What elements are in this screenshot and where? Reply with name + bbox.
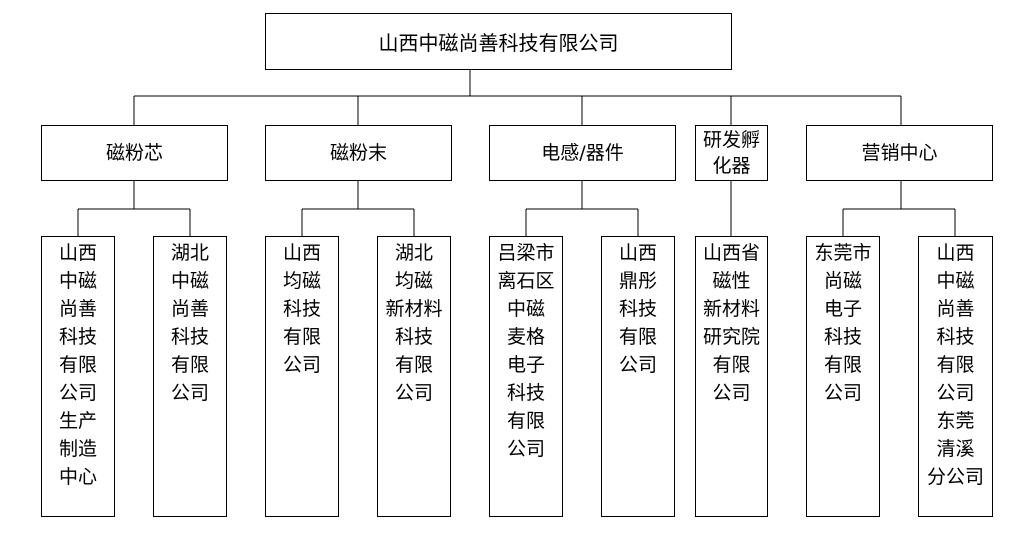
subsidiary-box: 东莞市尚磁电子科技有限公司 (806, 236, 880, 517)
dept-name: 磁粉芯 (105, 142, 163, 164)
dept-box-incubator: 研发孵化器 (695, 125, 768, 181)
subsidiary-box: 山西中磁尚善科技有限公司东莞清溪分公司 (918, 236, 993, 517)
subsidiary-box: 湖北均磁新材料科技有限公司 (377, 236, 451, 517)
dept-name: 营销中心 (861, 142, 938, 164)
dept-box-inductor: 电感/器件 (489, 125, 676, 181)
subsidiary-name: 湖北均磁新材料科技有限公司 (385, 242, 443, 404)
subsidiary-box: 山西均磁科技有限公司 (265, 236, 339, 517)
dept-box-powder-core: 磁粉芯 (41, 125, 228, 181)
dept-name: 磁粉末 (329, 142, 387, 164)
subsidiary-box: 湖北中磁尚善科技有限公司 (153, 236, 227, 517)
dept-box-powder: 磁粉末 (265, 125, 452, 181)
dept-name: 电感/器件 (541, 142, 624, 164)
subsidiary-box: 山西鼎彤科技有限公司 (601, 236, 675, 517)
company-name: 山西中磁尚善科技有限公司 (378, 31, 619, 55)
subsidiary-name: 山西中磁尚善科技有限公司东莞清溪分公司 (926, 242, 984, 488)
subsidiary-name: 湖北中磁尚善科技有限公司 (170, 242, 209, 404)
subsidiary-box: 吕梁市离石区中磁麦格电子科技有限公司 (489, 236, 563, 517)
dept-box-marketing: 营销中心 (806, 125, 993, 181)
subsidiary-name: 吕梁市离石区中磁麦格电子科技有限公司 (497, 242, 555, 460)
dept-name: 研发孵化器 (702, 129, 760, 177)
subsidiary-box: 山西中磁尚善科技有限公司生产制造中心 (41, 236, 115, 517)
subsidiary-name: 山西鼎彤科技有限公司 (618, 242, 657, 376)
company-box: 山西中磁尚善科技有限公司 (265, 13, 732, 70)
subsidiary-name: 东莞市尚磁电子科技有限公司 (814, 242, 872, 404)
subsidiary-name: 山西中磁尚善科技有限公司生产制造中心 (58, 242, 97, 488)
subsidiary-box: 山西省磁性新材料研究院有限公司 (695, 236, 768, 517)
subsidiary-name: 山西省磁性新材料研究院有限公司 (702, 242, 760, 404)
subsidiary-name: 山西均磁科技有限公司 (282, 242, 321, 376)
